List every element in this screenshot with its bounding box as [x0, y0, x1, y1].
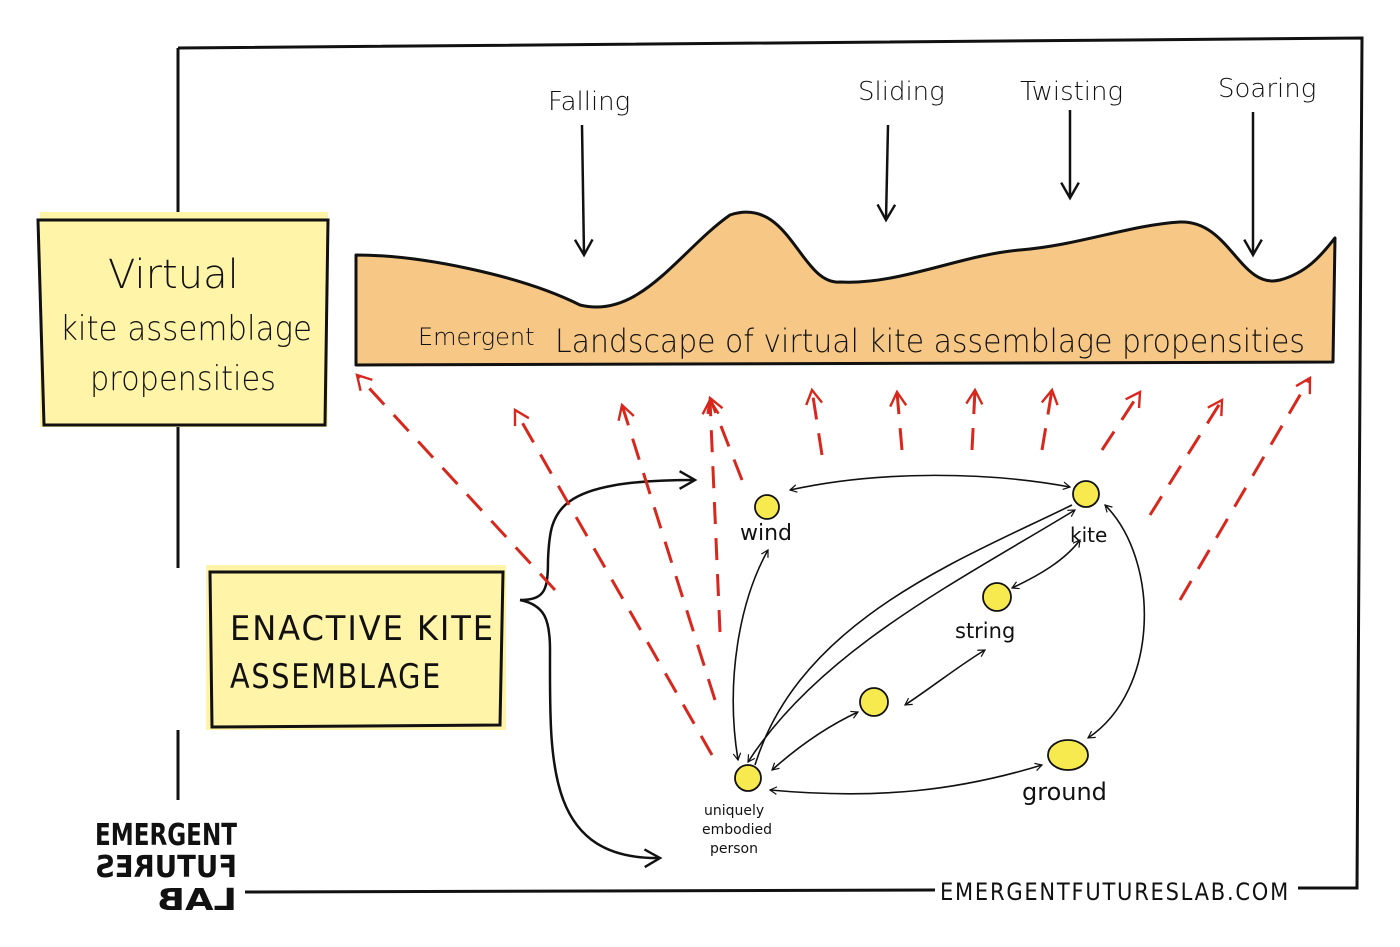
link-wind-kite [788, 474, 1072, 493]
propensity-arrow [1178, 375, 1312, 601]
link-person-node [771, 710, 860, 771]
propensity-arrow [706, 395, 744, 481]
logo-line3: LAB [157, 883, 237, 918]
node-ground-label: ground [1022, 778, 1107, 806]
propensity-arrow [355, 373, 557, 592]
virtual-box-line3: propensities [90, 359, 276, 399]
propensity-arrow [617, 402, 717, 701]
node-kite: kite [1070, 480, 1107, 547]
propensity-arrow [889, 389, 908, 451]
node-string-label: string [955, 619, 1015, 643]
link-person-wind [732, 548, 769, 762]
network-nodes: wind kite string ground uniquely embodie… [702, 480, 1107, 857]
propensity-arrow [965, 387, 984, 451]
propensity-arrow [513, 407, 714, 756]
assemblage-brace [519, 470, 698, 869]
virtual-propensities-box: Virtual kite assemblage propensities [36, 212, 330, 427]
logo-line2: FUTURES [95, 850, 237, 885]
enactive-box-line1: ENACTIVE KITE [230, 609, 495, 649]
link-person-ground [768, 762, 1044, 795]
node-wind-label: wind [740, 521, 792, 546]
link-string-kite [1010, 539, 1081, 590]
propensity-arrows [355, 373, 1312, 756]
virtual-box-line1: Virtual [108, 252, 239, 298]
enactive-assemblage-box: ENACTIVE KITE ASSEMBLAGE [206, 565, 506, 730]
force-label-twisting: Twisting [1020, 77, 1123, 107]
force-label-soaring: Soaring [1218, 74, 1316, 104]
landscape-prefix: Emergent [418, 323, 535, 351]
link-person-kite-b [754, 504, 1073, 766]
node-wind: wind [740, 494, 792, 546]
falling-arrow [573, 124, 594, 258]
node-person: uniquely embodied person [702, 764, 772, 857]
network-links [732, 474, 1146, 795]
node-person-line1: uniquely [704, 803, 764, 819]
enactive-box-line2: ASSEMBLAGE [230, 657, 442, 697]
force-label-sliding: Sliding [858, 77, 945, 107]
node-person-line3: person [710, 841, 758, 857]
node-string: string [955, 582, 1015, 643]
link-node-string [903, 649, 987, 706]
link-person-kite-a [747, 509, 1077, 764]
propensity-arrow [1100, 389, 1142, 451]
force-label-falling: Falling [548, 87, 630, 117]
virtual-box-line2: kite assemblage [60, 309, 312, 349]
propensity-arrow [805, 387, 824, 456]
propensity-arrow [701, 397, 722, 633]
landscape: Emergent Landscape of virtual kite assem… [354, 210, 1337, 367]
landscape-shape [354, 210, 1337, 367]
emergent-futures-logo: EMERGENT FUTURES LAB [95, 818, 237, 918]
propensity-arrow [1148, 397, 1224, 516]
node-ground: ground [1022, 739, 1107, 806]
logo-line1: EMERGENT [95, 818, 237, 853]
force-labels: Falling Sliding Twisting Soaring [548, 74, 1316, 258]
main-frame [176, 36, 1364, 894]
website-url: EMERGENTFUTURESLAB.COM [940, 878, 1290, 906]
sliding-arrow [876, 124, 897, 223]
node-unlabeled [859, 687, 889, 717]
propensity-arrow [1040, 387, 1059, 451]
landscape-label: Landscape of virtual kite assemblage pro… [555, 322, 1305, 360]
node-kite-label: kite [1070, 523, 1107, 547]
node-person-line2: embodied [702, 822, 772, 838]
link-kite-ground [1086, 504, 1146, 739]
